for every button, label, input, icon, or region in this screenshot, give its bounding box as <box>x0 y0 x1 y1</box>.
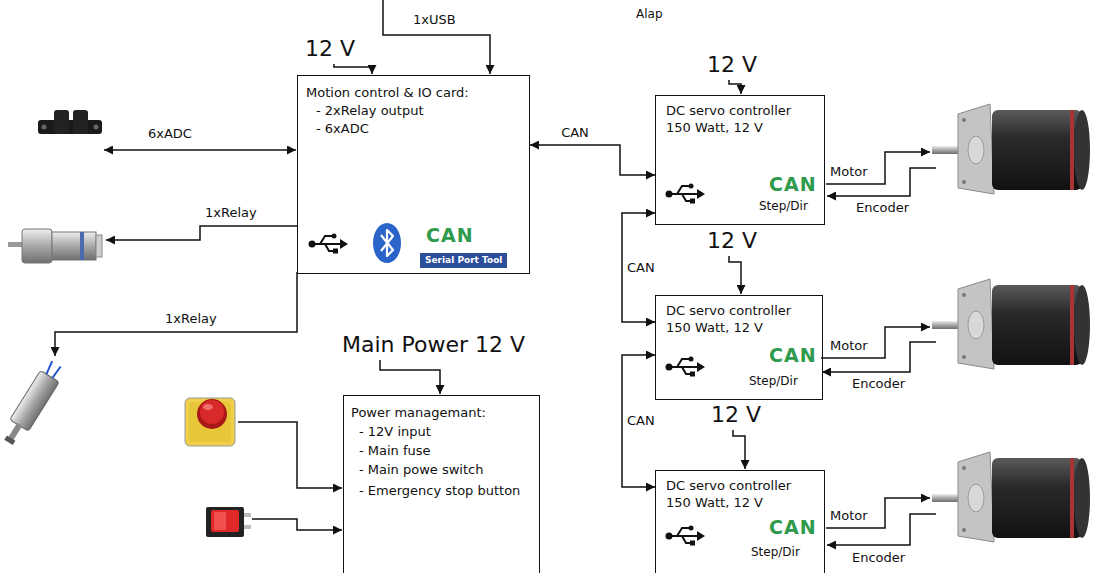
power-item: - Main fuse <box>359 442 431 459</box>
bus-label: CAN <box>625 260 657 276</box>
ir-sensor <box>38 110 102 134</box>
dc-motor <box>932 279 1090 369</box>
servo-controller-box: DC servo controller 150 Watt, 12 V CAN Ste… <box>655 295 823 400</box>
power-item: - 12V input <box>359 423 431 440</box>
can-logo: CAN <box>426 224 474 246</box>
card-item: - 6xADC <box>316 120 369 137</box>
servo-title: DC servo controller 150 Watt, 12 V <box>666 477 811 511</box>
signal-label: Encoder <box>856 200 909 216</box>
gear-motor <box>8 229 102 263</box>
voltage-label: 12 V <box>707 52 757 78</box>
usb-symbol <box>309 234 349 254</box>
can-logo: CAN <box>769 344 817 366</box>
power-wire <box>334 64 372 74</box>
servo-controller-box: DC servo controller 150 Watt, 12 V CAN Ste… <box>655 95 825 225</box>
voltage-label: 12 V <box>711 402 761 428</box>
estop-wire <box>238 422 342 488</box>
card-item: - 2xRelay output <box>316 102 424 119</box>
adc-wire <box>104 149 296 151</box>
power-wire <box>733 430 745 469</box>
can-logo: CAN <box>769 516 817 538</box>
dc-motor <box>932 452 1090 542</box>
signal-label: Motor <box>830 164 868 180</box>
voltage-label: 12 V <box>707 228 757 254</box>
step-dir-label: Step/Dir <box>751 545 800 560</box>
serial-port-tool-badge: Serial Port Tool <box>420 253 507 268</box>
signal-label: Encoder <box>852 376 905 392</box>
wires <box>55 0 936 545</box>
usb-symbol <box>666 184 706 204</box>
signal-label: 1xRelay <box>205 205 257 221</box>
servo-title: DC servo controller 150 Watt, 12 V <box>666 102 811 136</box>
power-box: Power managemant: - 12V input - Main fuse -… <box>343 395 540 573</box>
io-card-box: Motion control & IO card:- 2xRelay outpu… <box>297 75 530 274</box>
switch-wire <box>252 519 342 530</box>
usb-symbol <box>666 357 706 377</box>
usb-symbol <box>666 526 706 546</box>
signal-label: Motor <box>830 508 868 524</box>
power-item: - Emergency stop button <box>359 482 520 499</box>
voltage-label: 12 V <box>305 36 355 62</box>
signal-label: 1xRelay <box>165 311 217 327</box>
voltage-label: Main Power 12 V <box>342 332 525 358</box>
can-bus-connector <box>530 145 655 175</box>
power-item: - Main powe switch <box>359 461 483 478</box>
bus-label: CAN <box>625 413 657 429</box>
note-label: Alap <box>636 6 663 22</box>
usb-wire <box>383 0 490 74</box>
step-dir-label: Step/Dir <box>759 199 808 214</box>
power-wire <box>729 256 741 294</box>
bus-label: CAN <box>559 125 591 141</box>
servo-title: DC servo controller 150 Watt, 12 V <box>666 302 811 336</box>
can-logo: CAN <box>769 173 817 195</box>
dc-motor <box>932 104 1090 194</box>
solenoid <box>0 359 67 449</box>
relay-wire <box>106 226 297 240</box>
emergency-stop-button <box>185 398 235 446</box>
signal-label: 1xUSB <box>413 12 456 28</box>
card-heading: Motion control & IO card: <box>306 84 469 101</box>
step-dir-label: Step/Dir <box>749 374 798 389</box>
relay-wire <box>55 272 297 356</box>
power-wire <box>380 360 440 394</box>
signal-label: Motor <box>830 338 868 354</box>
signal-label: Encoder <box>852 550 905 566</box>
signal-label: 6xADC <box>148 126 192 142</box>
power-switch <box>206 507 251 537</box>
power-wire <box>729 80 741 94</box>
motor-wire <box>826 498 930 528</box>
bluetooth-symbol <box>373 223 401 263</box>
servo-controller-box: DC servo controller 150 Watt, 12 V CAN Ste… <box>655 470 825 573</box>
power-heading: Power managemant: <box>351 404 486 421</box>
